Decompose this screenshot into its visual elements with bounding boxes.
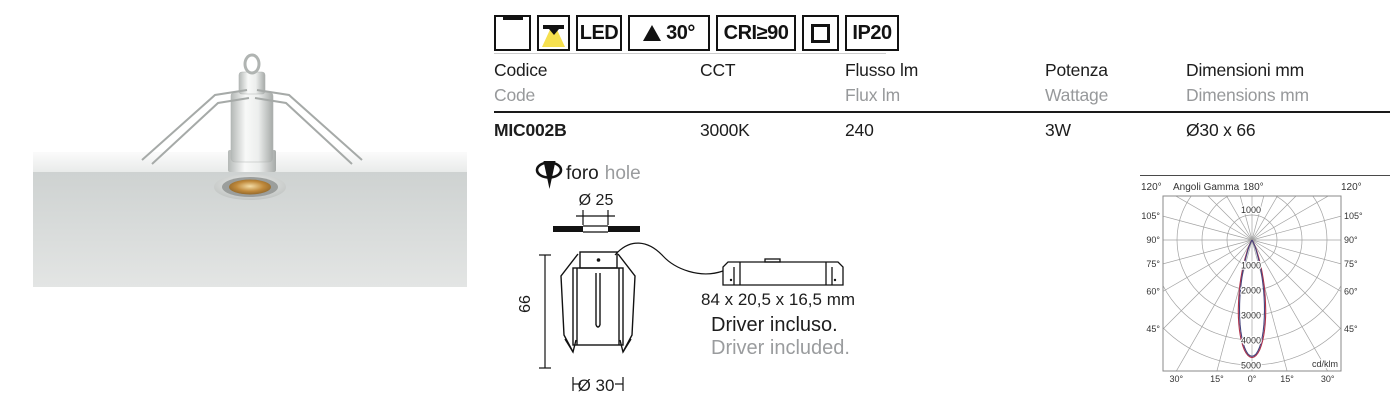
recessed-mount-icon <box>494 15 531 51</box>
col-header-codice: Codice <box>494 60 548 80</box>
col-header-flusso: Flusso lm <box>845 60 919 80</box>
led-label: LED <box>579 21 619 44</box>
svg-text:75°: 75° <box>1344 259 1358 269</box>
col-header-potenza: Potenza <box>1045 60 1108 80</box>
svg-text:45°: 45° <box>1146 324 1160 334</box>
cell-cct: 3000K <box>700 120 750 140</box>
drill-hole-icon <box>535 161 563 189</box>
col-header-cct: CCT <box>700 60 736 80</box>
svg-text:cd/klm: cd/klm <box>1312 359 1338 369</box>
table-header-separator <box>494 111 1390 113</box>
cell-flux: 240 <box>845 120 874 140</box>
svg-text:90°: 90° <box>1146 235 1160 245</box>
col-header-flux: Flux lm <box>845 85 900 105</box>
driver-drawing <box>722 258 844 286</box>
svg-text:2000: 2000 <box>1241 286 1261 296</box>
driver-included-it: Driver incluso. <box>711 314 838 336</box>
hole-label-en: hole <box>604 163 641 184</box>
fixture-diameter: Ø 30 <box>577 376 615 395</box>
square-shape-icon <box>802 15 839 51</box>
driver-included-en: Driver included. <box>711 337 850 359</box>
svg-text:45°: 45° <box>1344 324 1358 334</box>
svg-text:105°: 105° <box>1141 211 1160 221</box>
fixture-drawing <box>560 251 636 354</box>
lamp-lens-glow <box>229 179 271 195</box>
diameter-dimension <box>572 377 624 391</box>
col-header-dimensions: Dimensions mm <box>1186 85 1309 105</box>
svg-text:105°: 105° <box>1344 211 1363 221</box>
driver-cable <box>614 242 724 275</box>
hole-diameter: Ø 25 <box>578 192 614 209</box>
svg-text:30°: 30° <box>1170 374 1184 384</box>
beam-angle-label: 30° <box>666 21 695 44</box>
svg-text:1000: 1000 <box>1241 261 1261 271</box>
svg-text:5000: 5000 <box>1241 361 1261 371</box>
downlight-beam-icon <box>537 15 570 51</box>
cell-wattage: 3W <box>1045 120 1071 140</box>
col-header-dimensioni: Dimensioni mm <box>1186 60 1304 80</box>
badges-underline <box>494 53 886 54</box>
svg-text:75°: 75° <box>1146 259 1160 269</box>
chart-corner-label-right: 120° <box>1341 182 1362 193</box>
chart-title: Angoli Gamma <box>1173 182 1240 193</box>
svg-text:90°: 90° <box>1344 235 1358 245</box>
cri-badge: CRI≥90 <box>716 15 796 51</box>
hole-label: foro hole <box>566 163 641 185</box>
svg-text:60°: 60° <box>1146 286 1160 296</box>
svg-text:15°: 15° <box>1210 374 1224 384</box>
chart-separator-line <box>1140 175 1390 176</box>
hole-dimension <box>576 210 615 233</box>
svg-text:60°: 60° <box>1344 286 1358 296</box>
cell-product-code: MIC002B <box>494 120 567 140</box>
svg-text:3000: 3000 <box>1241 311 1261 321</box>
svg-text:0°: 0° <box>1248 374 1257 384</box>
technical-drawings <box>535 161 844 391</box>
svg-text:1000: 1000 <box>1241 205 1261 215</box>
height-dimension <box>539 254 551 369</box>
cell-dimensions: Ø30 x 66 <box>1186 120 1256 140</box>
svg-text:15°: 15° <box>1280 374 1294 384</box>
fixture-top-loop <box>243 53 261 75</box>
spring-wires <box>141 89 363 165</box>
chart-corner-label-left: 120° <box>1141 182 1162 193</box>
ip-rating-badge: IP20 <box>845 15 899 51</box>
beam-angle-icon <box>643 25 662 41</box>
svg-text:4000: 4000 <box>1241 336 1261 346</box>
chart-top-label: 180° <box>1243 182 1264 193</box>
ip-label: IP20 <box>852 21 892 44</box>
beam-angle-badge: 30° <box>628 15 710 51</box>
fixture-body <box>230 91 274 163</box>
fixture-height: 66 <box>517 295 534 313</box>
led-badge: LED <box>576 15 622 51</box>
attribute-badges: LED 30° CRI≥90 IP20 <box>494 15 899 51</box>
product-photo <box>33 53 467 287</box>
col-header-code: Code <box>494 85 536 105</box>
svg-text:30°: 30° <box>1321 374 1335 384</box>
polar-intensity-chart: 105° 105° 90° 90° 75° 75° 60° 60° 45° 45° 30° 15° 0°… <box>1140 195 1364 385</box>
cri-label: CRI≥90 <box>723 21 789 44</box>
driver-size: 84 x 20,5 x 16,5 mm <box>701 290 856 309</box>
col-header-wattage: Wattage <box>1045 85 1109 105</box>
hole-label-it: foro <box>566 163 599 184</box>
